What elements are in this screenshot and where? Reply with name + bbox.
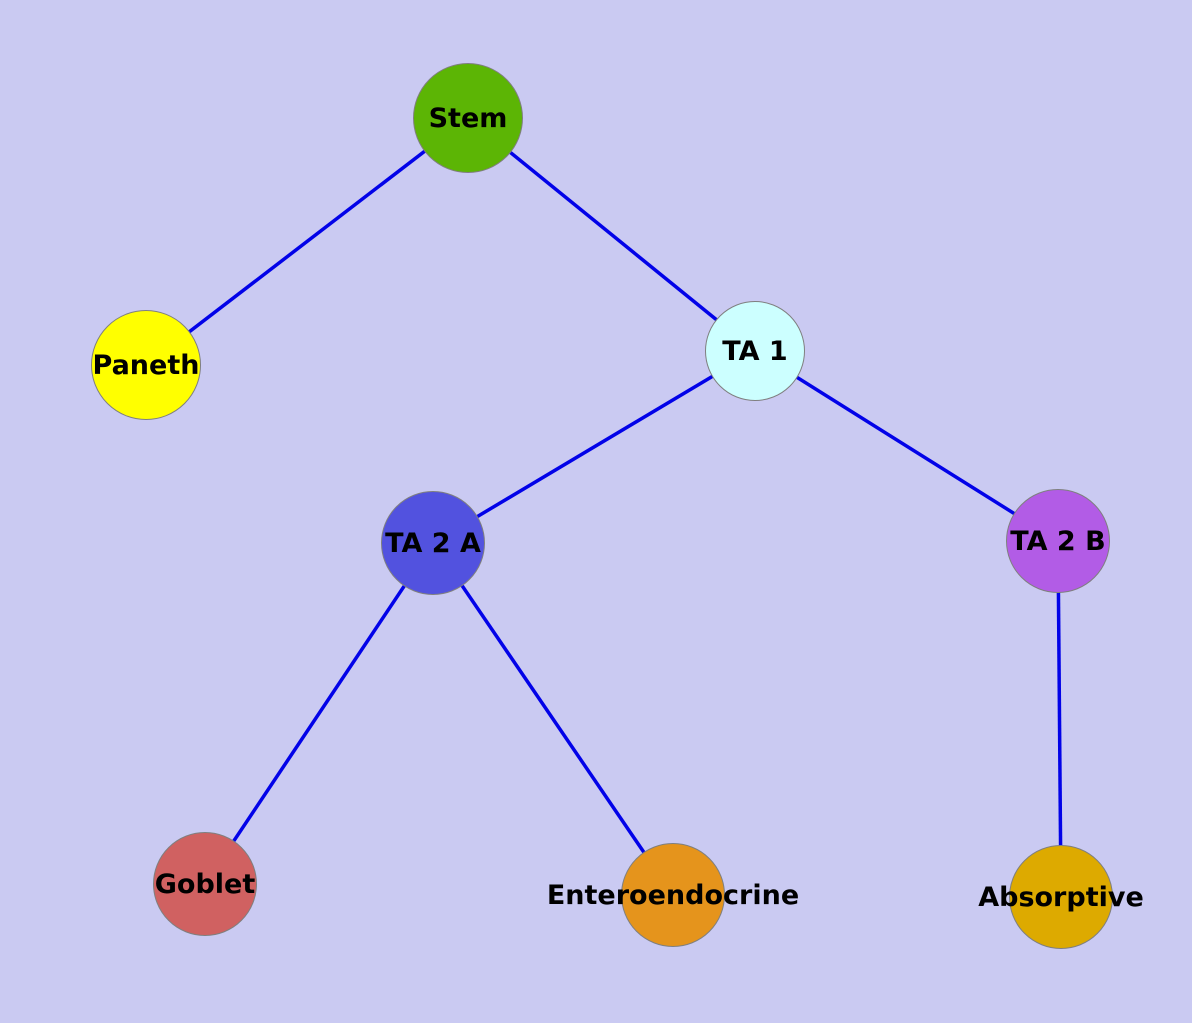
edge-stem-paneth (144, 116, 470, 367)
edge-ta1-ta2b (754, 349, 1059, 543)
node-ta1: TA 1 (705, 301, 805, 401)
node-label-goblet: Goblet (154, 868, 256, 900)
node-label-ta2a: TA 2 A (385, 527, 481, 559)
node-goblet: Goblet (153, 832, 257, 936)
node-ta2b: TA 2 B (1006, 489, 1110, 593)
node-stem: Stem (413, 63, 523, 173)
node-enteroendocrine: Enteroendocrine (547, 843, 799, 947)
node-label-ta2b: TA 2 B (1010, 525, 1106, 557)
edge-ta2b-absorptive (1056, 540, 1063, 898)
edge-ta1-ta2a (432, 349, 756, 545)
node-label-absorptive: Absorptive (978, 881, 1144, 913)
edge-ta2a-enteroendocrine (431, 542, 675, 896)
node-label-ta1: TA 1 (722, 335, 788, 367)
node-paneth: Paneth (91, 310, 201, 420)
node-absorptive: Absorptive (978, 845, 1144, 949)
node-label-stem: Stem (428, 102, 508, 134)
edge-stem-ta1 (466, 116, 757, 353)
node-ta2a: TA 2 A (381, 491, 485, 595)
node-label-paneth: Paneth (92, 349, 200, 381)
node-label-enteroendocrine: Enteroendocrine (546, 879, 800, 911)
edge-ta2a-goblet (203, 542, 435, 885)
